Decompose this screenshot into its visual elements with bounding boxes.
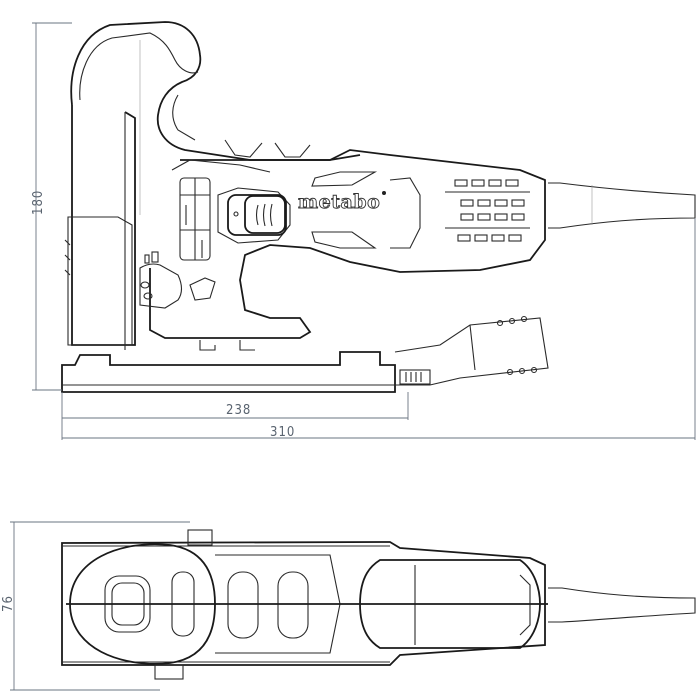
side-view: metabo (61, 21, 696, 393)
vent-grid (389, 177, 530, 249)
top-dimensions: 76 (1, 521, 190, 691)
base-length-dimension-label: 238 (226, 403, 251, 418)
side-dimensions: 180 238 310 (31, 22, 696, 440)
top-view (61, 529, 696, 680)
height-dimension-label: 180 (31, 190, 46, 215)
width-dimension-label: 76 (1, 595, 16, 612)
brand-logo: metabo (298, 191, 380, 213)
total-length-dimension-label: 310 (270, 425, 295, 440)
